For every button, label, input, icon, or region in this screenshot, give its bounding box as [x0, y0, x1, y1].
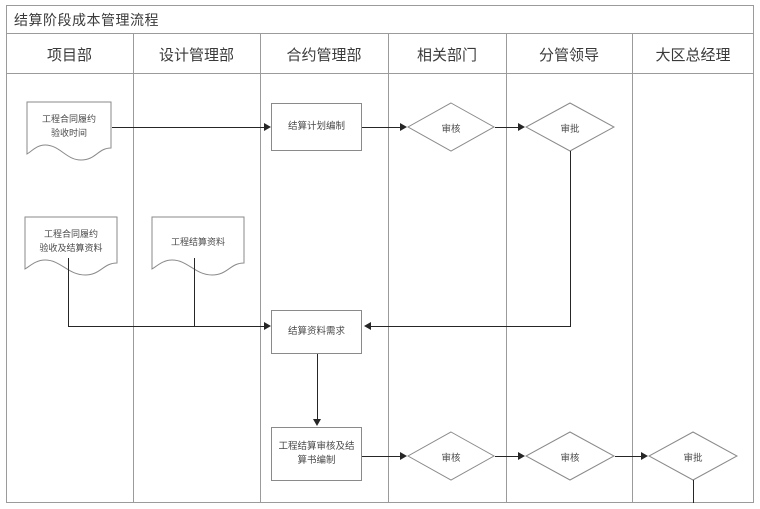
document-label-line-1: 工程合同履约	[43, 229, 98, 239]
arrowhead-to-request-right	[364, 322, 371, 330]
decision-label-review-3: 审核	[560, 453, 580, 464]
decision-review-2[interactable]: 审核	[407, 431, 495, 481]
process-settlement-plan[interactable]: 结算计划编制	[271, 103, 362, 151]
column-header-row	[6, 34, 754, 74]
connector-review1-to-approve1	[495, 127, 522, 128]
connector-doc-settlement-down	[194, 258, 195, 327]
diagram-title: 结算阶段成本管理流程	[14, 12, 159, 28]
connector-review3-to-approve2	[615, 456, 645, 457]
column-divider-3	[388, 34, 389, 503]
decision-label-approve-2: 审批	[683, 453, 703, 464]
connector-approve2-down	[693, 480, 694, 503]
connector-doc-contract-down	[68, 258, 69, 327]
arrowhead-to-approve1	[518, 123, 525, 131]
column-divider-1	[133, 34, 134, 503]
decision-approve-2[interactable]: 审批	[648, 431, 738, 481]
diagram-frame	[6, 5, 754, 503]
decision-label-review-2: 审核	[441, 453, 461, 464]
connector-review2-to-review3	[495, 456, 522, 457]
decision-review-3[interactable]: 审核	[525, 431, 615, 481]
title-bar	[6, 5, 754, 34]
arrowhead-to-plan	[264, 123, 271, 131]
decision-review-1[interactable]: 审核	[407, 102, 495, 152]
document-label-line-2: 验收及结算资料	[39, 243, 103, 253]
process-settlement-data-request[interactable]: 结算资料需求	[271, 310, 362, 354]
column-header-design: 设计管理部	[158, 46, 234, 64]
process-settlement-audit-book[interactable]: 工程结算审核及结 算书编制	[271, 427, 362, 481]
column-divider-2	[260, 34, 261, 503]
arrowhead-to-review2	[400, 452, 407, 460]
column-header-leader: 分管领导	[538, 46, 599, 64]
column-header-gm: 大区总经理	[655, 46, 731, 64]
document-label-line-1: 工程合同履约	[41, 114, 96, 124]
document-settlement-data[interactable]: 工程结算资料	[151, 216, 245, 276]
document-contract-acceptance-settlement-data[interactable]: 工程合同履约 验收及结算资料	[24, 216, 118, 276]
process-label-line-1: 工程结算审核及结	[278, 441, 355, 453]
document-label-line-1: 工程结算资料	[170, 237, 225, 247]
arrowhead-to-audit-book	[313, 419, 321, 426]
connector-auditbook-to-review2	[362, 456, 404, 457]
arrowhead-to-approve2	[641, 452, 648, 460]
connector-doc-to-plan	[112, 127, 267, 128]
column-divider-4	[506, 34, 507, 503]
document-contract-acceptance-time[interactable]: 工程合同履约 验收时间	[26, 101, 112, 161]
connector-approve1-to-request	[371, 326, 571, 327]
document-label-line-2: 验收时间	[50, 128, 87, 138]
column-header-related: 相关部门	[416, 46, 477, 64]
column-divider-5	[632, 34, 633, 503]
connector-docs-to-request	[68, 326, 267, 327]
arrowhead-to-request	[264, 322, 271, 330]
decision-label-review-1: 审核	[441, 124, 461, 135]
arrowhead-to-review1	[400, 123, 407, 131]
column-header-project: 项目部	[46, 46, 92, 64]
process-label-line-2: 算书编制	[297, 455, 336, 466]
connector-approve1-down	[570, 151, 571, 327]
arrowhead-to-review3	[518, 452, 525, 460]
connector-request-down	[317, 354, 318, 422]
column-header-contract: 合约管理部	[286, 46, 362, 64]
decision-approve-1[interactable]: 审批	[525, 102, 615, 152]
connector-plan-to-review1	[362, 127, 404, 128]
decision-label-approve-1: 审批	[560, 124, 580, 135]
